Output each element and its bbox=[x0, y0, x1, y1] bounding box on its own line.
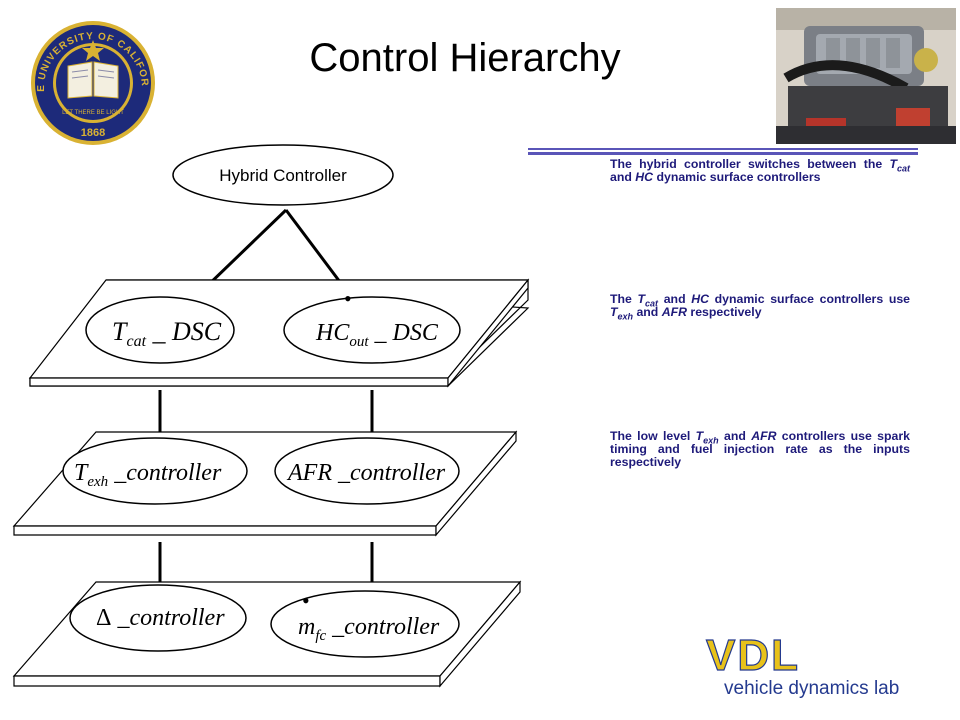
svg-text:1868: 1868 bbox=[81, 127, 105, 139]
mfc-controller-node bbox=[270, 590, 460, 658]
svg-text:vehicle dynamics lab: vehicle dynamics lab bbox=[724, 678, 899, 699]
vdl-logo: VDL vehicle dynamics lab bbox=[705, 630, 899, 699]
note-dynamic-surface: The Tcat and HC dynamic surface controll… bbox=[610, 292, 911, 322]
afr-controller-node bbox=[274, 437, 460, 505]
delta-controller-label: Δ _controller bbox=[96, 605, 225, 631]
texh-controller-label: Texh _controller bbox=[74, 460, 222, 490]
note-low-level: The low level Texh and AFR controllers u… bbox=[610, 429, 910, 469]
tcat-dsc-label: Tcat _ DSC bbox=[112, 317, 222, 350]
arrow-to-hcout-dsc bbox=[284, 209, 349, 294]
tcat-dsc-node bbox=[85, 296, 235, 364]
university-seal-logo: THE UNIVERSITY OF CALIFORNIA LET THERE B… bbox=[28, 18, 155, 145]
hybrid-controller-label: Hybrid Controller bbox=[219, 166, 347, 185]
mfc-controller-label: mfc _controller bbox=[298, 614, 440, 644]
hcout-dsc-node bbox=[283, 296, 461, 364]
afr-controller-label: AFR _controller bbox=[286, 460, 446, 486]
hcout-dot-label: • bbox=[344, 286, 352, 311]
note-hybrid-controller: The hybrid controller switches between t… bbox=[610, 157, 910, 184]
control-hierarchy-diagram: Hybrid Controller Tcat _ DSC • HCout _ D… bbox=[12, 144, 530, 688]
mfc-dot-label: • bbox=[302, 588, 310, 613]
hybrid-controller-node bbox=[172, 144, 394, 206]
divider-line bbox=[528, 152, 918, 155]
delta-controller-node bbox=[69, 584, 247, 652]
svg-text:LET THERE BE LIGHT: LET THERE BE LIGHT bbox=[62, 110, 124, 116]
svg-text:VDL: VDL bbox=[706, 631, 800, 680]
arrow-to-tcat-dsc bbox=[200, 208, 288, 293]
engine-photo bbox=[776, 8, 956, 144]
texh-controller-node bbox=[62, 437, 248, 505]
hcout-dsc-label: HCout _ DSC bbox=[315, 320, 439, 350]
slide-title: Control Hierarchy bbox=[309, 36, 621, 80]
divider-line bbox=[528, 148, 918, 150]
